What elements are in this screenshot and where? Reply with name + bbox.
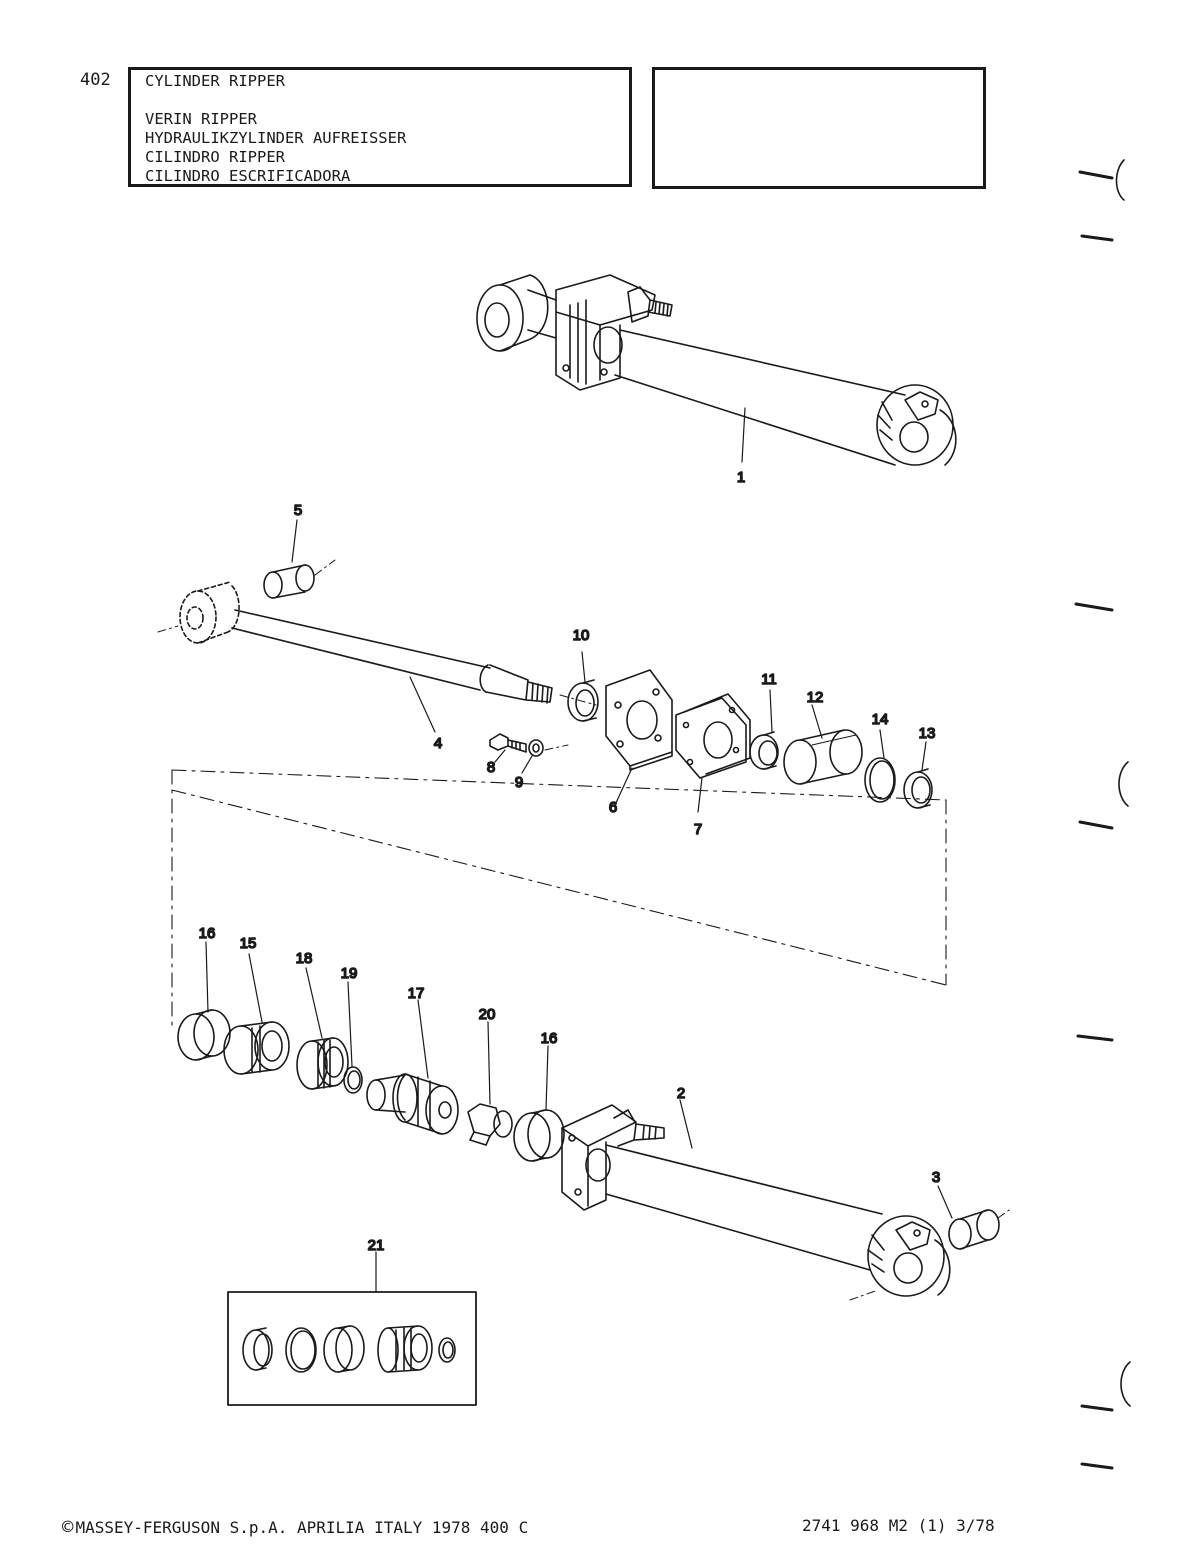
assembled-cylinder: 1 [476,274,957,487]
piston-ring-18: 18 [295,949,349,1090]
callout-14: 14 [872,711,889,728]
wear-ring-16-right: 16 [513,1029,565,1162]
callout-2: 2 [677,1085,685,1102]
callout-18: 18 [296,950,313,967]
gasket-7: 7 [675,693,751,839]
callout-12: 12 [807,689,824,706]
bushing-3: 3 [931,1168,1013,1250]
callout-11: 11 [761,671,777,688]
wear-ring-16-left: 16 [177,924,231,1061]
callout-8: 8 [487,759,495,776]
footer-copyright: ©MASSEY-FERGUSON S.p.A. APRILIA ITALY 19… [62,1516,528,1538]
callout-16-right: 16 [541,1030,558,1047]
footer-left-text: MASSEY-FERGUSON S.p.A. APRILIA ITALY 197… [75,1518,529,1537]
callout-13: 13 [919,725,936,742]
piston-17: 17 [366,984,459,1135]
title-line-french: VERIN RIPPER [145,110,257,128]
washer-9: 9 [514,739,569,792]
callout-15: 15 [240,935,257,952]
cylinder-barrel-2: 2 [561,1084,951,1301]
piston-rod: 4 [157,581,597,753]
piston-seal-15: 15 [223,934,290,1075]
title-line-spanish: CILINDRO ESCRIFICADORA [145,167,351,185]
bolt-8: 8 [486,733,527,777]
callout-20: 20 [479,1006,496,1023]
callout-6: 6 [609,799,617,816]
footer-part-number: 2741 968 M2 (1) 3/78 [802,1516,995,1535]
seal-11: 11 [749,670,779,770]
callout-17: 17 [408,985,425,1002]
title-line-italian: CILINDRO RIPPER [145,148,285,166]
callout-19: 19 [341,965,358,982]
gland-12: 12 [783,688,863,785]
callout-21: 21 [368,1237,385,1254]
copyright-symbol: © [62,1516,74,1538]
title-box: CYLINDER RIPPER VERIN RIPPER HYDRAULIKZY… [128,67,632,187]
callout-10: 10 [573,627,590,644]
rod-seal-10: 10 [567,626,599,722]
callout-16-left: 16 [199,925,216,942]
bushing-top: 5 [263,501,336,599]
flange-plate-6: 6 [605,669,673,817]
page-number: 402 [80,70,111,90]
callout-7: 7 [694,821,702,838]
wiper-13: 13 [903,724,936,809]
title-line-english: CYLINDER RIPPER [145,72,285,90]
assembly-guide-lines [171,769,947,1026]
callout-3: 3 [932,1169,940,1186]
callout-5: 5 [294,502,302,519]
callout-4: 4 [434,735,442,752]
binder-marks [1074,159,1131,1470]
seal-kit-21: 21 [227,1236,477,1406]
blank-side-box [652,67,986,189]
title-line-german: HYDRAULIKZYLINDER AUFREISSER [145,129,407,147]
o-ring-14: 14 [864,710,896,803]
piston-nut-20: 20 [467,1005,513,1146]
callout-9: 9 [515,774,523,791]
o-ring-19: 19 [340,964,363,1094]
callout-1: 1 [737,469,745,486]
